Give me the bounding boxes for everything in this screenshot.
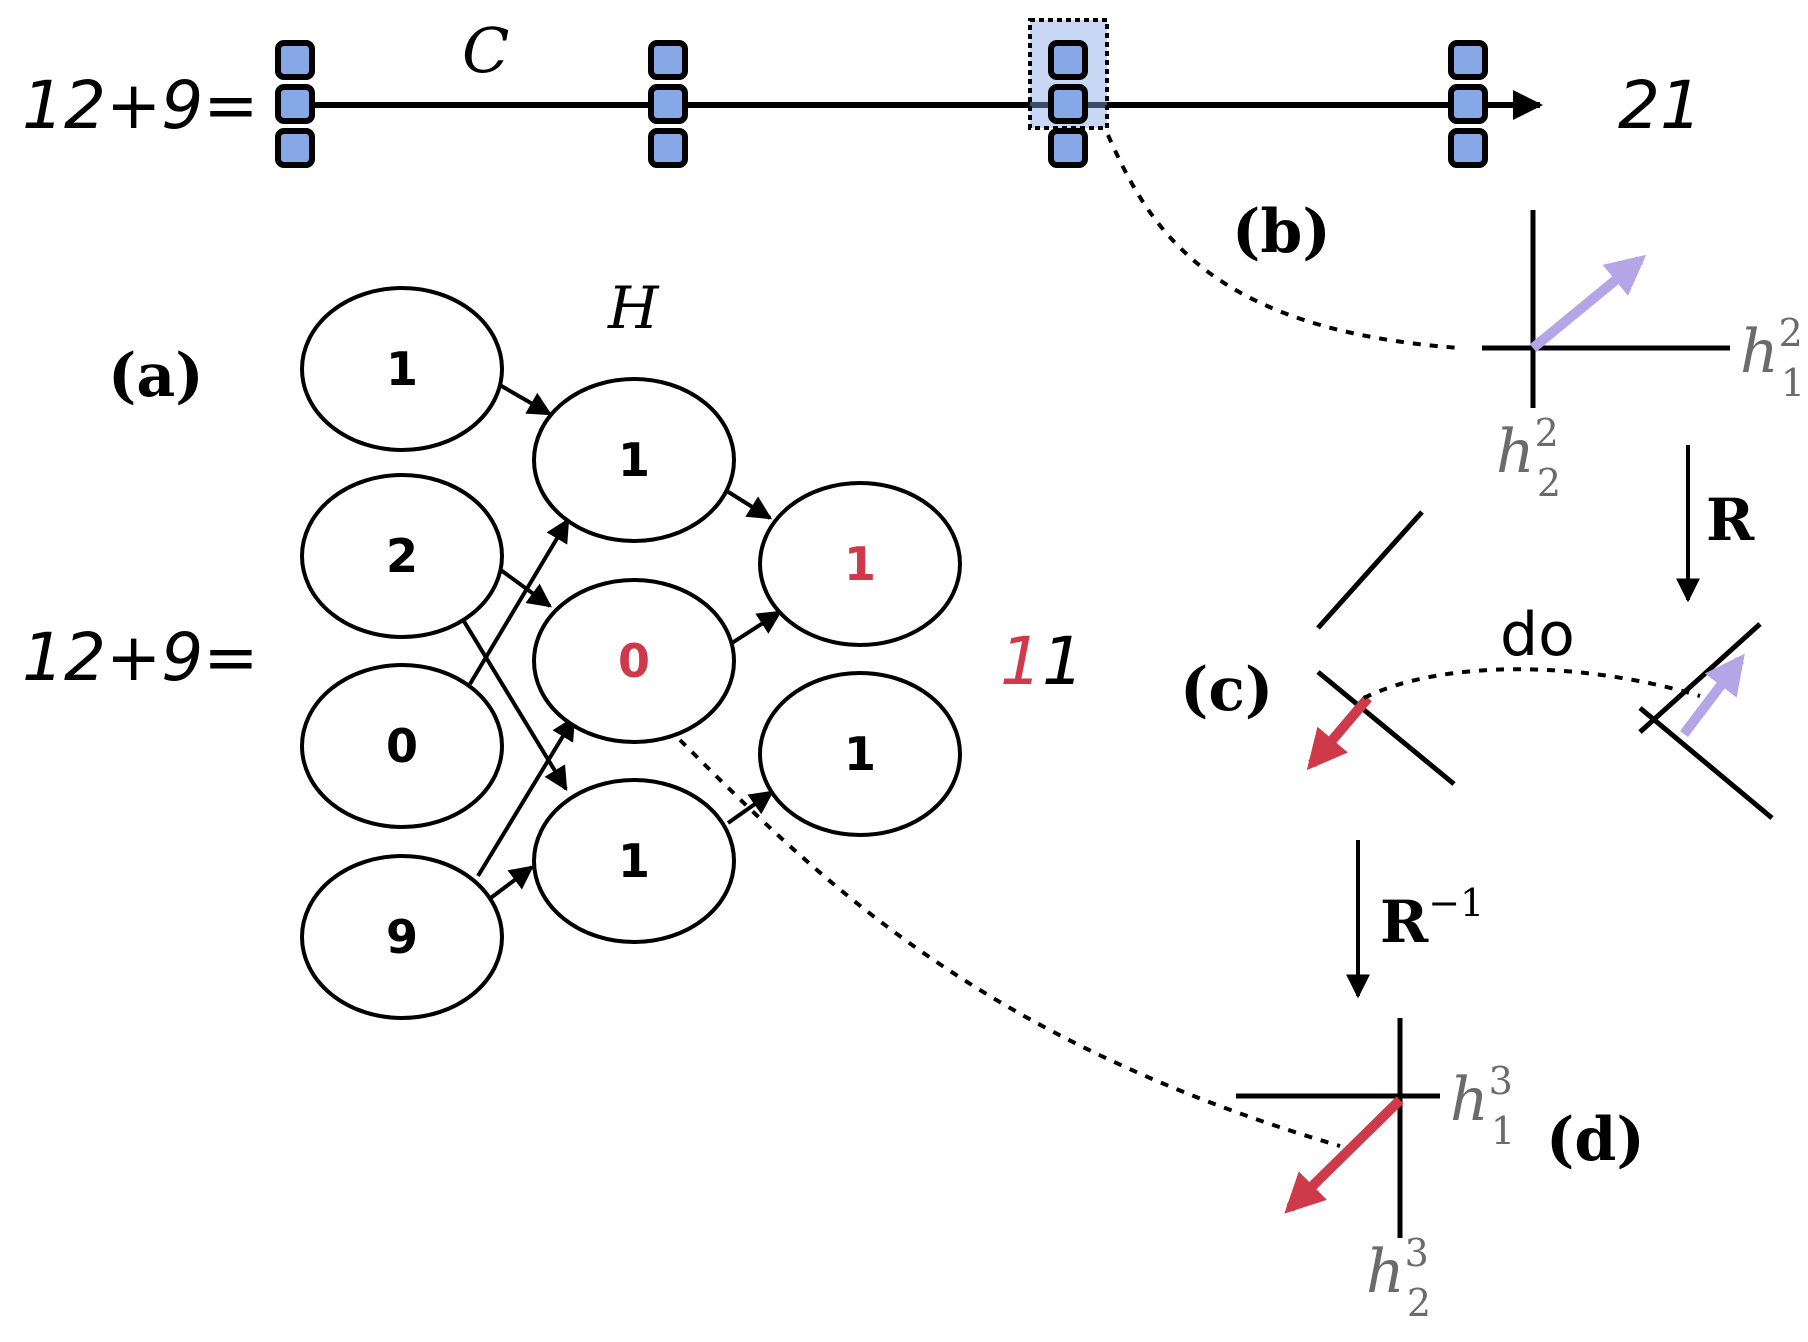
input-node: 1	[300, 286, 504, 452]
layer-square	[648, 128, 688, 168]
input-node-value: 0	[386, 719, 418, 773]
layer-square	[275, 40, 315, 80]
circuit-label: C	[462, 14, 509, 87]
panel-d-vector	[1284, 1096, 1404, 1214]
panel-c-right-axis-1	[1638, 622, 1762, 734]
panel-d-label: (d)	[1546, 1105, 1645, 1175]
hidden-nodes: 1 0 1	[532, 377, 736, 944]
layer-square	[648, 40, 688, 80]
dotted-link-to-d	[678, 738, 1341, 1148]
panel-a-result: 11	[1000, 623, 1084, 700]
panel-a-label: (a)	[108, 341, 204, 411]
panel-a-equation: 12+9=	[22, 619, 259, 696]
top-circuit-row: 12+9= C 21	[22, 14, 1702, 168]
panel-b-vector	[1529, 254, 1647, 352]
dotted-link-to-b	[1106, 134, 1461, 350]
input-node-value: 9	[386, 910, 418, 964]
layer-squares	[275, 40, 1488, 168]
network-edges	[460, 382, 783, 902]
do-intervention-arc	[1363, 667, 1701, 700]
top-result: 21	[1618, 67, 1702, 144]
input-node: 9	[300, 854, 504, 1020]
intervention-label: do	[1500, 600, 1575, 670]
top-equation: 12+9=	[22, 67, 259, 144]
output-nodes: 1 1	[758, 481, 962, 837]
input-node-value: 2	[386, 529, 418, 583]
input-node-value: 1	[386, 342, 418, 396]
panel-c-label: (c)	[1180, 655, 1273, 725]
output-node: 1	[758, 671, 962, 837]
output-node-value: 1	[844, 727, 876, 781]
layer-square	[1048, 40, 1088, 80]
hidden-node-value: 0	[618, 634, 650, 688]
hidden-layer-label: H	[607, 274, 660, 342]
hidden-node: 1	[532, 377, 736, 543]
layer-square	[648, 84, 688, 124]
layer-square	[1448, 128, 1488, 168]
inverse-rotation-label: R−1	[1380, 881, 1484, 956]
hidden-node-value: 1	[618, 834, 650, 888]
layer-square	[1448, 84, 1488, 124]
result-digit: 1	[1042, 623, 1084, 700]
layer-square	[1048, 128, 1088, 168]
panel-c: (c) do	[1180, 510, 1774, 820]
output-node-changed: 1	[758, 481, 962, 647]
input-node: 0	[300, 663, 504, 829]
panel-a: (a) 12+9= H 1 2	[22, 274, 1084, 1020]
layer-square	[1048, 84, 1088, 124]
panel-c-left-axis-2	[1316, 670, 1456, 786]
panel-c-left-axis-1	[1316, 510, 1424, 630]
input-nodes: 1 2 0 9	[300, 286, 504, 1020]
panel-c-new-vector	[1306, 694, 1372, 771]
hidden-node: 1	[532, 778, 736, 944]
panel-c-right-axis-2	[1638, 706, 1774, 820]
output-node-value: 1	[844, 537, 876, 591]
layer-square	[275, 128, 315, 168]
result-digit-changed: 1	[1000, 623, 1042, 700]
layer-square	[1448, 40, 1488, 80]
panel-c-old-vector	[1680, 653, 1745, 738]
panel-b-label: (b)	[1232, 197, 1331, 267]
layer-square	[275, 84, 315, 124]
input-node: 2	[300, 473, 504, 639]
hidden-node-value: 1	[618, 433, 650, 487]
hidden-node-intervened: 0	[532, 578, 736, 744]
rotation-label: R	[1706, 486, 1755, 554]
